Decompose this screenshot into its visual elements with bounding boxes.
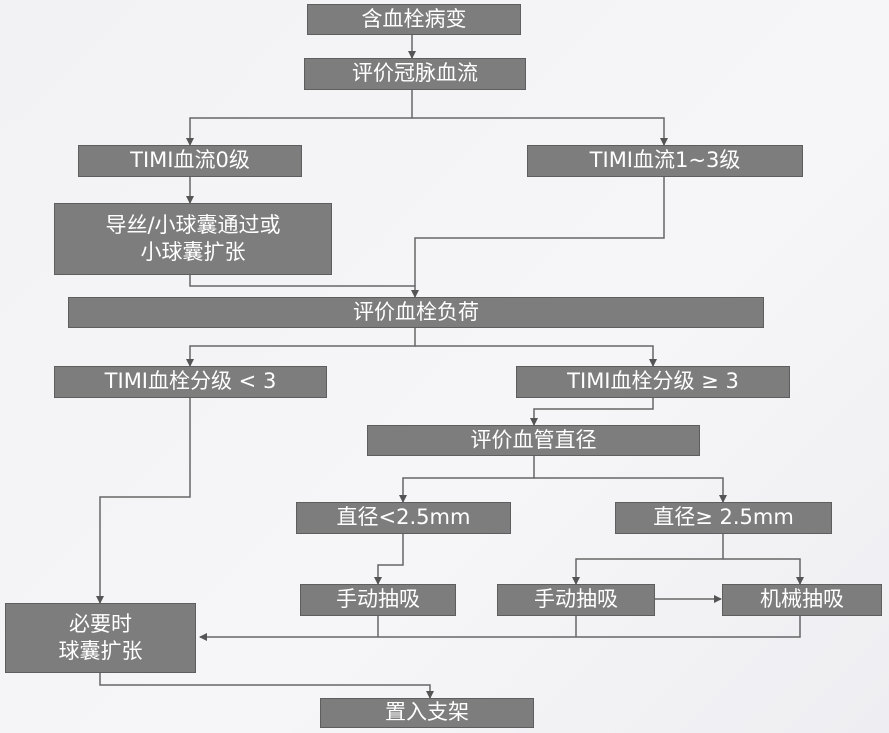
node-thrombus-lesion: 含血栓病变 [307, 4, 521, 35]
node-manual-aspiration-left: 手动抽吸 [300, 584, 456, 616]
node-timi-flow-0: TIMI血流0级 [78, 145, 302, 177]
node-evaluate-vessel-diameter: 评价血管直径 [367, 425, 700, 456]
node-diameter-ge-2-5mm: 直径≥ 2.5mm [615, 502, 832, 534]
node-timi-flow-1-3: TIMI血流1~3级 [527, 145, 803, 177]
node-evaluate-thrombus-burden: 评价血栓负荷 [68, 297, 764, 328]
node-stent-implantation: 置入支架 [320, 698, 534, 728]
node-wire-balloon-crossing: 导丝/小球囊通过或 小球囊扩张 [54, 203, 332, 275]
node-manual-aspiration-right: 手动抽吸 [497, 584, 655, 616]
node-mechanical-aspiration: 机械抽吸 [722, 584, 882, 616]
node-timi-thrombus-grade-ge3: TIMI血栓分级 ≥ 3 [516, 366, 790, 398]
node-evaluate-coronary-flow: 评价冠脉血流 [304, 58, 526, 90]
node-timi-thrombus-grade-lt3: TIMI血栓分级 < 3 [54, 366, 327, 398]
node-diameter-lt-2-5mm: 直径<2.5mm [296, 502, 511, 534]
node-balloon-dilation-if-needed: 必要时 球囊扩张 [5, 603, 196, 673]
